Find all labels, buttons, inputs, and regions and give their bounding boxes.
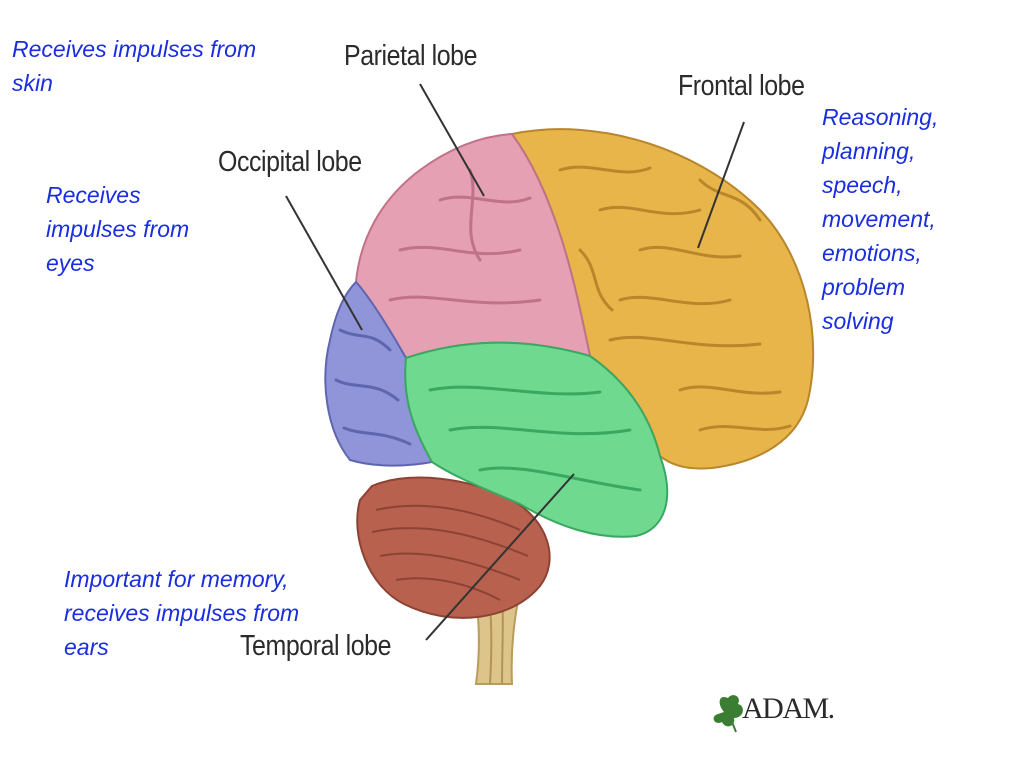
frontal-function-note: Reasoning, planning, speech, movement, e… (822, 104, 939, 334)
temporal-function-note: Important for memory, receives impulses … (64, 566, 300, 660)
temporal-lobe-label: Temporal lobe (240, 630, 392, 662)
parietal-function-note: Receives impulses from skin (12, 36, 257, 96)
logo-text: ADAM. (742, 692, 835, 725)
frontal-gyri (558, 165, 792, 432)
frontal-lobe-label: Frontal lobe (678, 70, 805, 102)
occipital-lobe-label: Occipital lobe (218, 146, 362, 178)
adam-logo: ADAM. (716, 692, 835, 726)
leaf-icon (713, 695, 743, 733)
temporal-pointer-line (425, 473, 575, 641)
parietal-lobe-label: Parietal lobe (344, 40, 478, 72)
cerebellum (356, 476, 551, 619)
parietal-gyri (388, 168, 542, 305)
temporal-lobe (404, 341, 669, 538)
occipital-pointer-line (285, 195, 363, 331)
parietal-pointer-line (419, 83, 485, 197)
frontal-pointer-line (697, 121, 745, 249)
occipital-gyri (334, 328, 412, 446)
temporal-gyri (428, 385, 642, 492)
occipital-function-note: Receives impulses from eyes (46, 182, 190, 276)
occipital-lobe (324, 280, 434, 467)
cerebellum-folds (371, 504, 529, 601)
